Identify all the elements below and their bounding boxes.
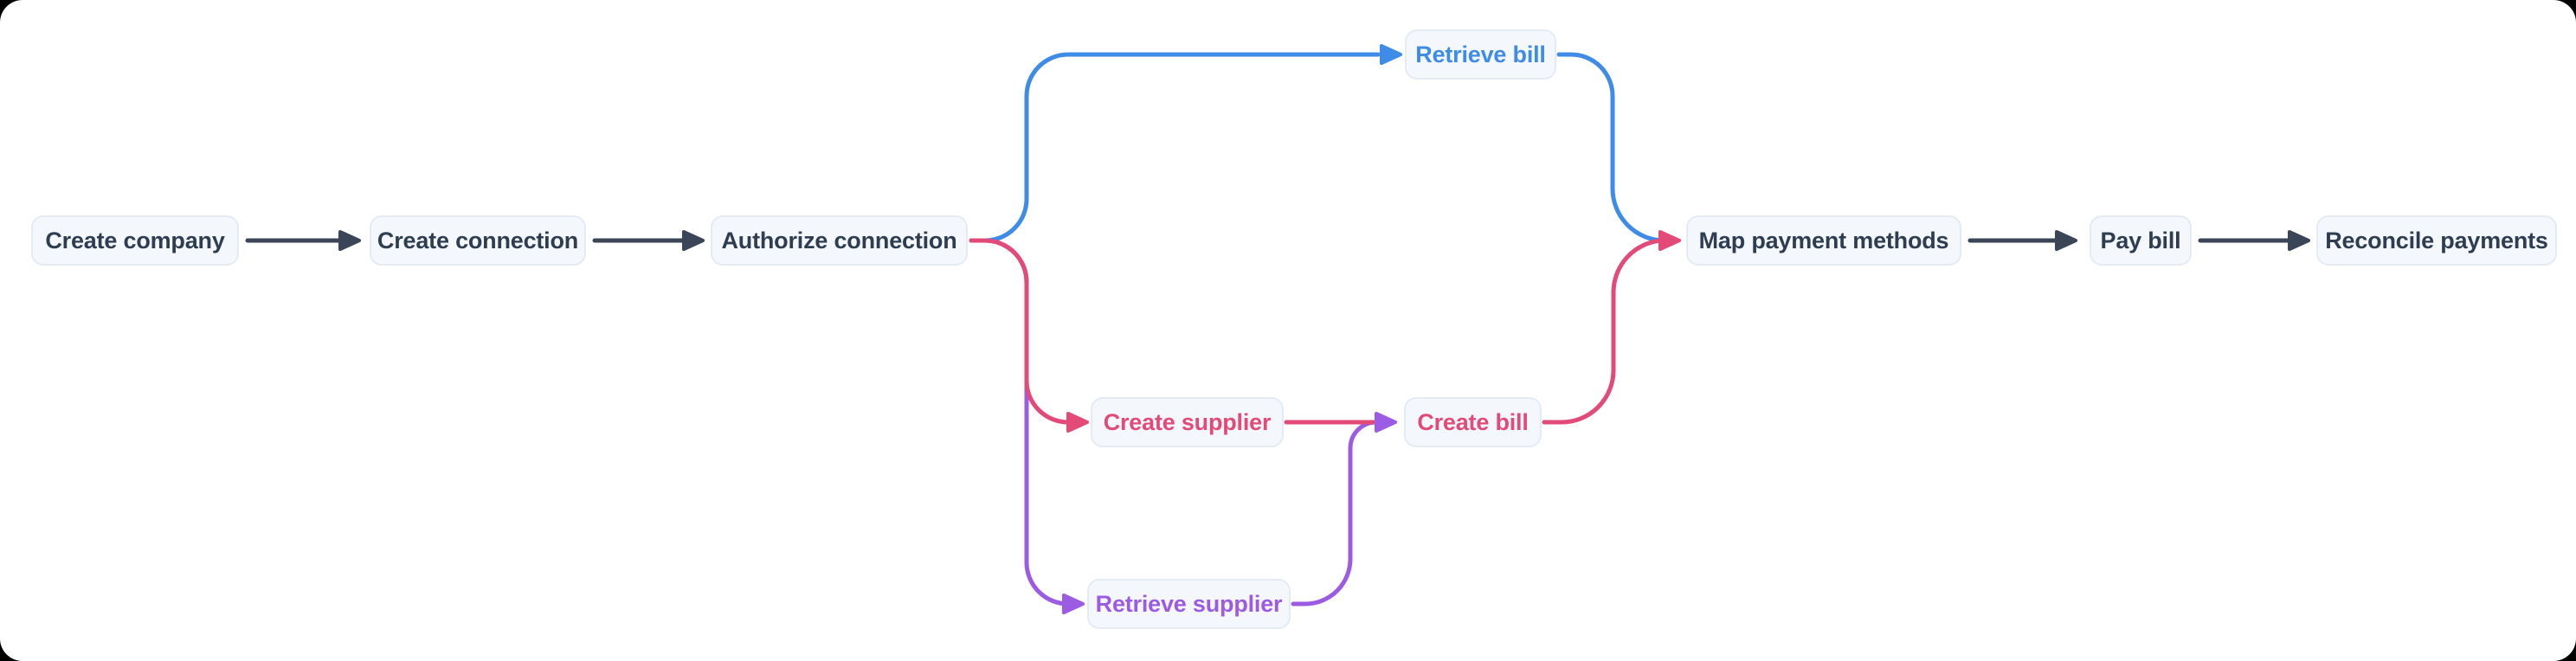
arrowhead-reconcile-payments xyxy=(2288,230,2310,251)
node-create-company[interactable]: Create company xyxy=(31,215,239,266)
edge-authorize-connection-to-create-supplier xyxy=(969,238,1071,425)
node-create-bill[interactable]: Create bill xyxy=(1404,397,1542,447)
edge-retrieve-supplier-to-create-bill xyxy=(1291,420,1379,606)
node-pay-bill[interactable]: Pay bill xyxy=(2090,215,2192,266)
node-create-connection[interactable]: Create connection xyxy=(370,215,586,266)
edge-retrieve-bill-to-map-payment-methods xyxy=(1556,52,1670,243)
node-retrieve-bill[interactable]: Retrieve bill xyxy=(1405,29,1556,80)
edge-create-bill-to-map-payment-methods xyxy=(1542,238,1665,425)
edge-authorize-connection-to-retrieve-bill xyxy=(969,52,1381,243)
arrowhead-create-bill xyxy=(1375,412,1397,433)
arrowhead-create-connection xyxy=(338,230,361,251)
arrowhead-retrieve-bill xyxy=(1380,44,1402,65)
arrowhead-create-supplier xyxy=(1066,412,1089,433)
arrowhead-map-payment-methods xyxy=(1658,230,1681,251)
node-map-payment-methods[interactable]: Map payment methods xyxy=(1686,215,1961,266)
node-reconcile-payments[interactable]: Reconcile payments xyxy=(2316,215,2557,266)
arrowhead-pay-bill xyxy=(2055,230,2077,251)
node-retrieve-supplier[interactable]: Retrieve supplier xyxy=(1087,579,1291,629)
arrowhead-retrieve-supplier xyxy=(1062,594,1085,614)
node-create-supplier[interactable]: Create supplier xyxy=(1091,397,1284,447)
node-authorize-connection[interactable]: Authorize connection xyxy=(711,215,968,266)
arrowhead-authorize-connection xyxy=(682,230,705,251)
edge-authorize-connection-to-retrieve-supplier xyxy=(969,238,1069,606)
